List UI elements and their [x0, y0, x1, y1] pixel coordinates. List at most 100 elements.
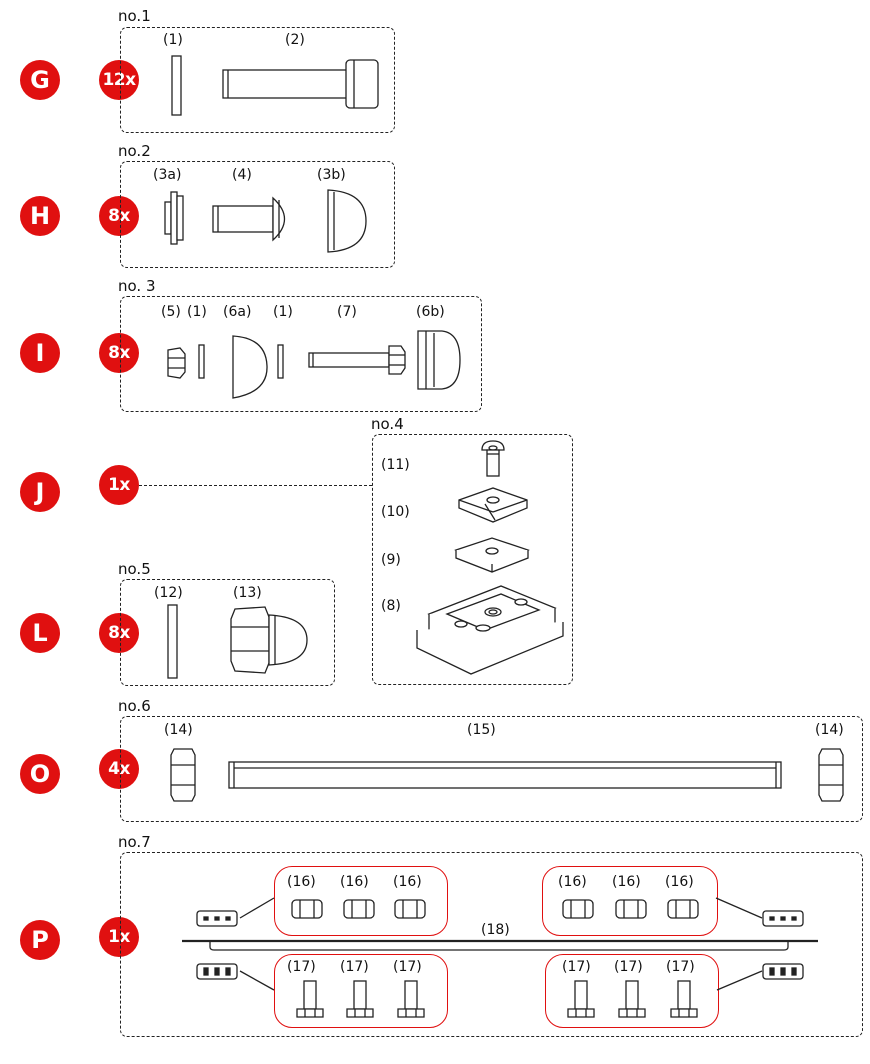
group-number-1: no.1: [118, 7, 151, 25]
nut-part-14b: [818, 748, 844, 802]
nut-part-16: [667, 899, 699, 919]
part-label-17: (17): [287, 959, 316, 975]
nut-part-16: [562, 899, 594, 919]
group-box-3: [120, 296, 482, 412]
end-cap-part-6b: [417, 330, 461, 390]
nut-part-14a: [170, 748, 196, 802]
group-letter-i: I: [20, 333, 60, 373]
part-label-14a: (14): [164, 722, 193, 738]
leader-line-j: [139, 485, 372, 486]
part-label-1b: (1): [187, 304, 207, 320]
nut-part-16: [291, 899, 323, 919]
group-letter-l: L: [20, 613, 60, 653]
screw-part-4: [212, 196, 286, 242]
square-plate-part-9: [454, 537, 530, 573]
nut-part-16: [394, 899, 426, 919]
group-letter-j: J: [20, 472, 60, 512]
quantity-badge-h: 8x: [99, 196, 139, 236]
part-label-6b: (6b): [416, 304, 445, 320]
group-17-right: [545, 954, 719, 1028]
part-label-10: (10): [381, 504, 410, 520]
t-slot-part-3a: [164, 191, 184, 245]
threaded-rod-part-15: [228, 761, 782, 789]
washer-part-1b: [198, 344, 205, 379]
part-label-1: (1): [163, 32, 183, 48]
group-box-7: [120, 852, 863, 1037]
quantity-badge-j: 1x: [99, 465, 139, 505]
group-letter-o: O: [20, 754, 60, 794]
part-label-2: (2): [285, 32, 305, 48]
part-label-18: (18): [481, 922, 510, 938]
washer-part-1: [171, 55, 182, 116]
part-label-12: (12): [154, 585, 183, 601]
slotted-plate-part-10: [458, 487, 528, 523]
part-label-17: (17): [614, 959, 643, 975]
group-number-6: no.6: [118, 697, 151, 715]
group-letter-g: G: [20, 60, 60, 100]
group-number-7: no.7: [118, 833, 151, 851]
quantity-badge-i: 8x: [99, 333, 139, 373]
washer-part-12: [167, 604, 178, 679]
part-label-1c: (1): [273, 304, 293, 320]
part-label-4: (4): [232, 167, 252, 183]
quantity-badge-p: 1x: [99, 917, 139, 957]
part-label-8: (8): [381, 598, 401, 614]
part-label-16: (16): [665, 874, 694, 890]
nut-part-5: [167, 347, 186, 379]
end-plate-right-bottom: [762, 963, 804, 980]
bolt-part-17: [567, 980, 595, 1018]
part-label-16: (16): [287, 874, 316, 890]
base-block-part-8: [416, 585, 564, 675]
quantity-badge-l: 8x: [99, 613, 139, 653]
part-label-3b: (3b): [317, 167, 346, 183]
part-label-7: (7): [337, 304, 357, 320]
bolt-part-2: [222, 59, 379, 109]
group-number-5: no.5: [118, 560, 151, 578]
group-number-2: no.2: [118, 142, 151, 160]
group-letter-h: H: [20, 196, 60, 236]
part-label-16: (16): [393, 874, 422, 890]
part-label-11: (11): [381, 457, 410, 473]
end-plate-left-bottom: [196, 963, 238, 980]
part-label-16: (16): [612, 874, 641, 890]
end-plate-left-top: [196, 910, 238, 927]
quantity-badge-g: 12x: [99, 60, 139, 100]
part-label-17: (17): [393, 959, 422, 975]
part-label-17: (17): [340, 959, 369, 975]
bolt-part-7: [308, 345, 406, 375]
group-17-left: [274, 954, 448, 1028]
end-plate-right-top: [762, 910, 804, 927]
bolt-part-17: [346, 980, 374, 1018]
part-label-13: (13): [233, 585, 262, 601]
group-16-left: [274, 866, 448, 936]
nut-part-16: [615, 899, 647, 919]
group-letter-p: P: [20, 920, 60, 960]
nut-part-16: [343, 899, 375, 919]
cap-nut-part-13: [230, 606, 308, 674]
part-label-17: (17): [562, 959, 591, 975]
group-16-right: [542, 866, 718, 936]
group-box-1: [120, 27, 395, 133]
screw-part-11: [481, 440, 505, 477]
group-box-5: [120, 579, 335, 686]
part-label-3a: (3a): [153, 167, 182, 183]
part-label-16: (16): [340, 874, 369, 890]
group-box-6: [120, 716, 863, 822]
bolt-part-17: [618, 980, 646, 1018]
half-disc-part-6a: [232, 335, 268, 399]
group-number-4: no.4: [371, 415, 404, 433]
washer-part-1c: [277, 344, 284, 379]
bolt-part-17: [397, 980, 425, 1018]
part-label-16: (16): [558, 874, 587, 890]
part-label-14b: (14): [815, 722, 844, 738]
part-label-17: (17): [666, 959, 695, 975]
part-label-6a: (6a): [223, 304, 252, 320]
quantity-badge-o: 4x: [99, 749, 139, 789]
part-label-9: (9): [381, 552, 401, 568]
group-number-3: no. 3: [118, 277, 156, 295]
part-label-15: (15): [467, 722, 496, 738]
part-label-5: (5): [161, 304, 181, 320]
group-box-4: [372, 434, 573, 685]
half-disc-part-3b: [327, 189, 367, 253]
